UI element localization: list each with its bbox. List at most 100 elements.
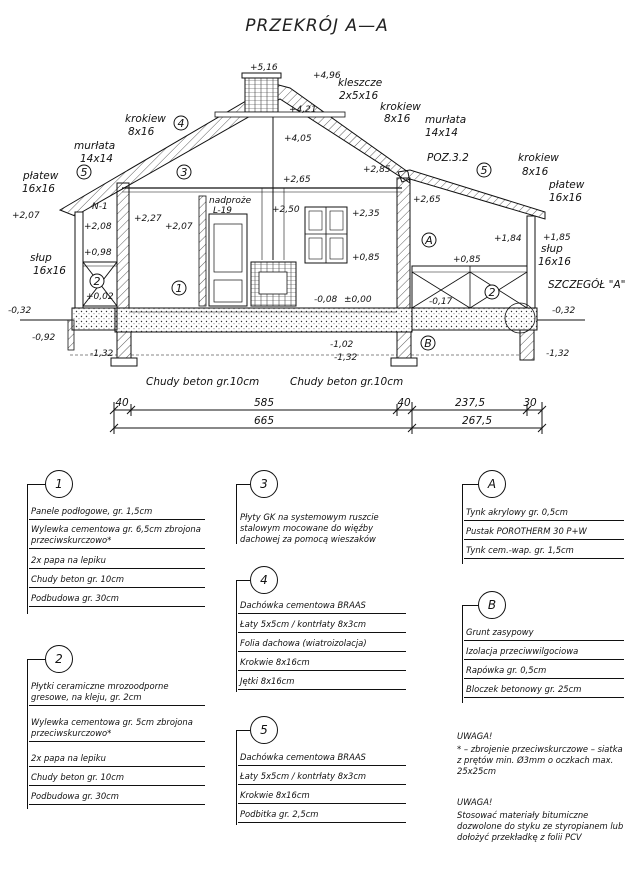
legend-1-marker: 1: [45, 470, 73, 498]
svg-text:słup: słup: [541, 243, 563, 255]
svg-text:płatew: płatew: [548, 179, 585, 191]
dim-40-right: 40: [397, 397, 411, 409]
floor-slab: [114, 307, 413, 333]
svg-text:Chudy beton gr.10cm: Chudy beton gr.10cm: [146, 376, 259, 388]
svg-text:słup: słup: [30, 252, 52, 264]
page-title: PRZEKRÓJ A—A: [245, 14, 388, 36]
dim-40-left: 40: [115, 397, 129, 409]
svg-text:-0,92: -0,92: [32, 333, 56, 343]
legend-B-row: Rapówka gr. 0,5cm: [464, 663, 624, 679]
component-labels: kleszcze 2x5x16 krokiew 8x16 murłata 14x…: [22, 77, 626, 388]
svg-text:+0,85: +0,85: [453, 255, 481, 265]
legend-1-row: 2x papa na lepiku: [29, 553, 205, 569]
svg-text:-1,32: -1,32: [90, 349, 114, 359]
svg-text:-1,32: -1,32: [546, 349, 570, 359]
svg-text:5: 5: [81, 166, 88, 179]
svg-text:+1,84: +1,84: [494, 234, 522, 244]
legend-5-marker: 5: [250, 716, 278, 744]
svg-text:kleszcze: kleszcze: [338, 77, 382, 89]
legend-1-row: Chudy beton gr. 10cm: [29, 572, 205, 588]
legend-2-row: Wylewka cementowa gr. 5cm zbrojona przec…: [29, 715, 205, 742]
legend-5-row: Dachówka cementowa BRAAS: [238, 750, 406, 766]
svg-text:krokiew: krokiew: [518, 152, 559, 164]
note-2-title: UWAGA!: [457, 797, 493, 807]
svg-text:+4,21: +4,21: [289, 105, 317, 115]
legend-A: A Tynk akrylowy gr. 0,5cm Pustak POROTHE…: [462, 470, 627, 570]
legend-4-row: Krokwie 8x16cm: [238, 655, 406, 671]
svg-text:8x16: 8x16: [522, 166, 549, 178]
legend-3-row: Płyty GK na systemowym ruszcie stalowym …: [240, 512, 379, 544]
svg-text:+2,50: +2,50: [272, 205, 300, 215]
svg-text:-0,17: -0,17: [429, 297, 453, 307]
legend-4-marker: 4: [250, 566, 278, 594]
svg-text:14x14: 14x14: [80, 153, 113, 165]
legend-4-row: Jętki 8x16cm: [238, 674, 406, 690]
svg-text:+2,27: +2,27: [134, 214, 162, 224]
legend-5-row: Podbitka gr. 2,5cm: [238, 807, 406, 823]
svg-text:+1,85: +1,85: [543, 233, 571, 243]
legend-B-row: Grunt zasypowy: [464, 625, 624, 641]
svg-text:3: 3: [181, 166, 188, 179]
legend-1: 1 Panele podłogowe, gr. 1,5cm Wylewka ce…: [27, 470, 207, 620]
svg-text:murłata: murłata: [74, 140, 115, 152]
legend-5: 5 Dachówka cementowa BRAAS Łaty 5x5cm / …: [236, 716, 411, 831]
collar-tie: [214, 111, 346, 118]
legend-4-row: Folia dachowa (wiatroizolacja): [238, 636, 406, 652]
svg-text:A: A: [424, 234, 433, 247]
svg-text:krokiew: krokiew: [380, 101, 421, 113]
svg-text:4: 4: [178, 117, 185, 130]
legend-A-row: Tynk akrylowy gr. 0,5cm: [464, 505, 624, 521]
svg-text:+2,07: +2,07: [12, 211, 40, 221]
svg-text:+5,16: +5,16: [250, 63, 278, 73]
legend-2-row: Podbudowa gr. 30cm: [29, 789, 205, 805]
svg-text:2: 2: [94, 275, 101, 288]
post-right: [526, 215, 536, 309]
svg-text:B: B: [424, 337, 432, 350]
svg-text:1: 1: [176, 282, 183, 295]
svg-text:murłata: murłata: [425, 114, 466, 126]
legend-4: 4 Dachówka cementowa BRAAS Łaty 5x5cm / …: [236, 566, 411, 696]
dim-585: 585: [254, 397, 274, 409]
wall-right: [396, 177, 411, 309]
legend-2-marker: 2: [45, 645, 73, 673]
svg-text:płatew: płatew: [22, 170, 59, 182]
legend-B-row: Bloczek betonowy gr. 25cm: [464, 682, 624, 698]
svg-text:-0,08: -0,08: [314, 295, 338, 305]
dim-30: 30: [523, 397, 537, 409]
svg-text:+2,65: +2,65: [413, 195, 441, 205]
svg-text:Chudy beton gr.10cm: Chudy beton gr.10cm: [290, 376, 403, 388]
note-2-text: Stosować materiały bitumiczne dozwolone …: [457, 810, 624, 842]
dim-267-5: 267,5: [462, 415, 492, 427]
legend-2-row: Chudy beton gr. 10cm: [29, 770, 205, 786]
interior-door: [208, 213, 248, 307]
svg-text:2x5x16: 2x5x16: [339, 90, 378, 102]
legend-3: 3 Płyty GK na systemowym ruszcie stalowy…: [236, 470, 411, 560]
svg-text:-1,02: -1,02: [330, 340, 354, 350]
svg-text:krokiew: krokiew: [125, 113, 166, 125]
legend-2: 2 Płytki ceramiczne mrozoodporne gresowe…: [27, 645, 207, 815]
elevation-labels: +5,16 +4,96 +4,21 +4,05 +2,85 +2,65 +2,6…: [8, 63, 576, 363]
svg-text:-0,32: -0,32: [552, 306, 576, 316]
legend-A-row: Pustak POROTHERM 30 P+W: [464, 524, 624, 540]
legend-4-row: Dachówka cementowa BRAAS: [238, 598, 406, 614]
legend-A-row: Tynk cem.-wap. gr. 1,5cm: [464, 543, 624, 559]
svg-text:SZCZEGÓŁ "A": SZCZEGÓŁ "A": [548, 278, 626, 291]
legend-1-row: Podbudowa gr. 30cm: [29, 591, 205, 607]
svg-text:16x16: 16x16: [538, 256, 571, 268]
legend-2-row: 2x papa na lepiku: [29, 751, 205, 767]
svg-text:+2,07: +2,07: [165, 222, 193, 232]
svg-text:14x14: 14x14: [425, 127, 458, 139]
cross-section-drawing: PRZEKRÓJ A—A: [8, 14, 626, 434]
svg-text:+0,85: +0,85: [352, 253, 380, 263]
legend-B-row: Izolacja przeciwwilgociowa: [464, 644, 624, 660]
note-1-text: * – zbrojenie przeciwskurczowe – siatka …: [457, 744, 623, 776]
legend-3-marker: 3: [250, 470, 278, 498]
legend-4-row: Łaty 5x5cm / kontrłaty 8x3cm: [238, 617, 406, 633]
svg-text:+2,08: +2,08: [84, 222, 112, 232]
legend-A-marker: A: [478, 470, 506, 498]
svg-text:+2,65: +2,65: [283, 175, 311, 185]
svg-text:nadproże: nadproże: [209, 196, 252, 206]
legend-5-row: Krokwie 8x16cm: [238, 788, 406, 804]
legend-B-marker: B: [478, 591, 506, 619]
svg-text:+4,05: +4,05: [284, 134, 312, 144]
